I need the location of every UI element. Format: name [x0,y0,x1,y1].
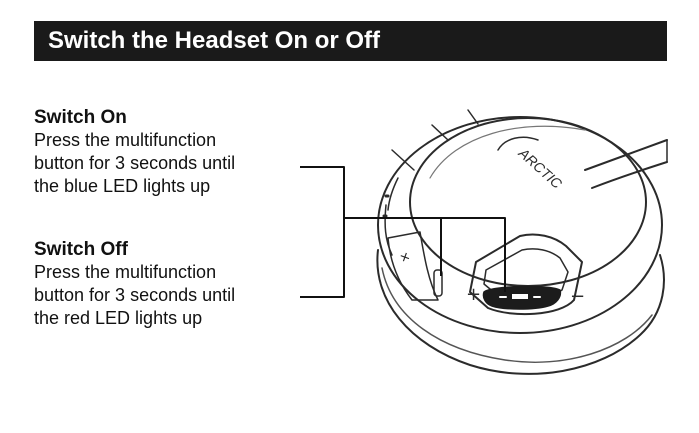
button-housing [469,233,583,316]
rim-notch-top [431,124,449,141]
earcup-rim [377,116,663,334]
section-title: Switch the Headset On or Off [48,27,381,54]
section-header-bar: Switch the Headset On or Off [34,21,667,61]
switch-off-line-3: the red LED lights up [34,308,203,328]
side-panel [387,231,439,301]
callout-switch-on [300,166,345,218]
switch-off-line-1: Press the multifunction [34,262,217,282]
volume-plus-symbol: + [466,284,481,305]
rim-notch-left [391,149,415,171]
side-slot-button [433,269,443,297]
led-indicator [512,294,528,299]
switch-on-line-3: the blue LED lights up [34,176,211,196]
switch-off-line-2: button for 3 seconds until [34,285,236,305]
switch-on-line-2: button for 3 seconds until [34,153,236,173]
switch-on-line-1: Press the multifunction [34,130,217,150]
switch-on-title: Switch On [34,107,127,128]
side-panel-plus-symbol: + [396,249,415,265]
callout-switch-off [300,218,345,298]
arctic-logo-text: ARCTIC [515,144,566,192]
headband-outline-inner [591,161,668,189]
switch-off-title: Switch Off [34,239,128,260]
switch-off-block: Switch Off Press the multifunction butto… [34,238,235,330]
arctic-logo-swoosh [497,136,539,151]
earcup-outer-shell [376,249,665,375]
callout-to-button [344,217,506,292]
earcup-cap [409,117,647,287]
volume-minus-symbol: − [570,286,585,307]
rim-segment-left-2 [387,177,399,211]
rim-notch-top-2 [467,109,479,125]
switch-on-block: Switch On Press the multifunction button… [34,106,235,198]
earcup-cap-highlight [429,125,586,179]
earcup-cushion-line [381,267,653,363]
